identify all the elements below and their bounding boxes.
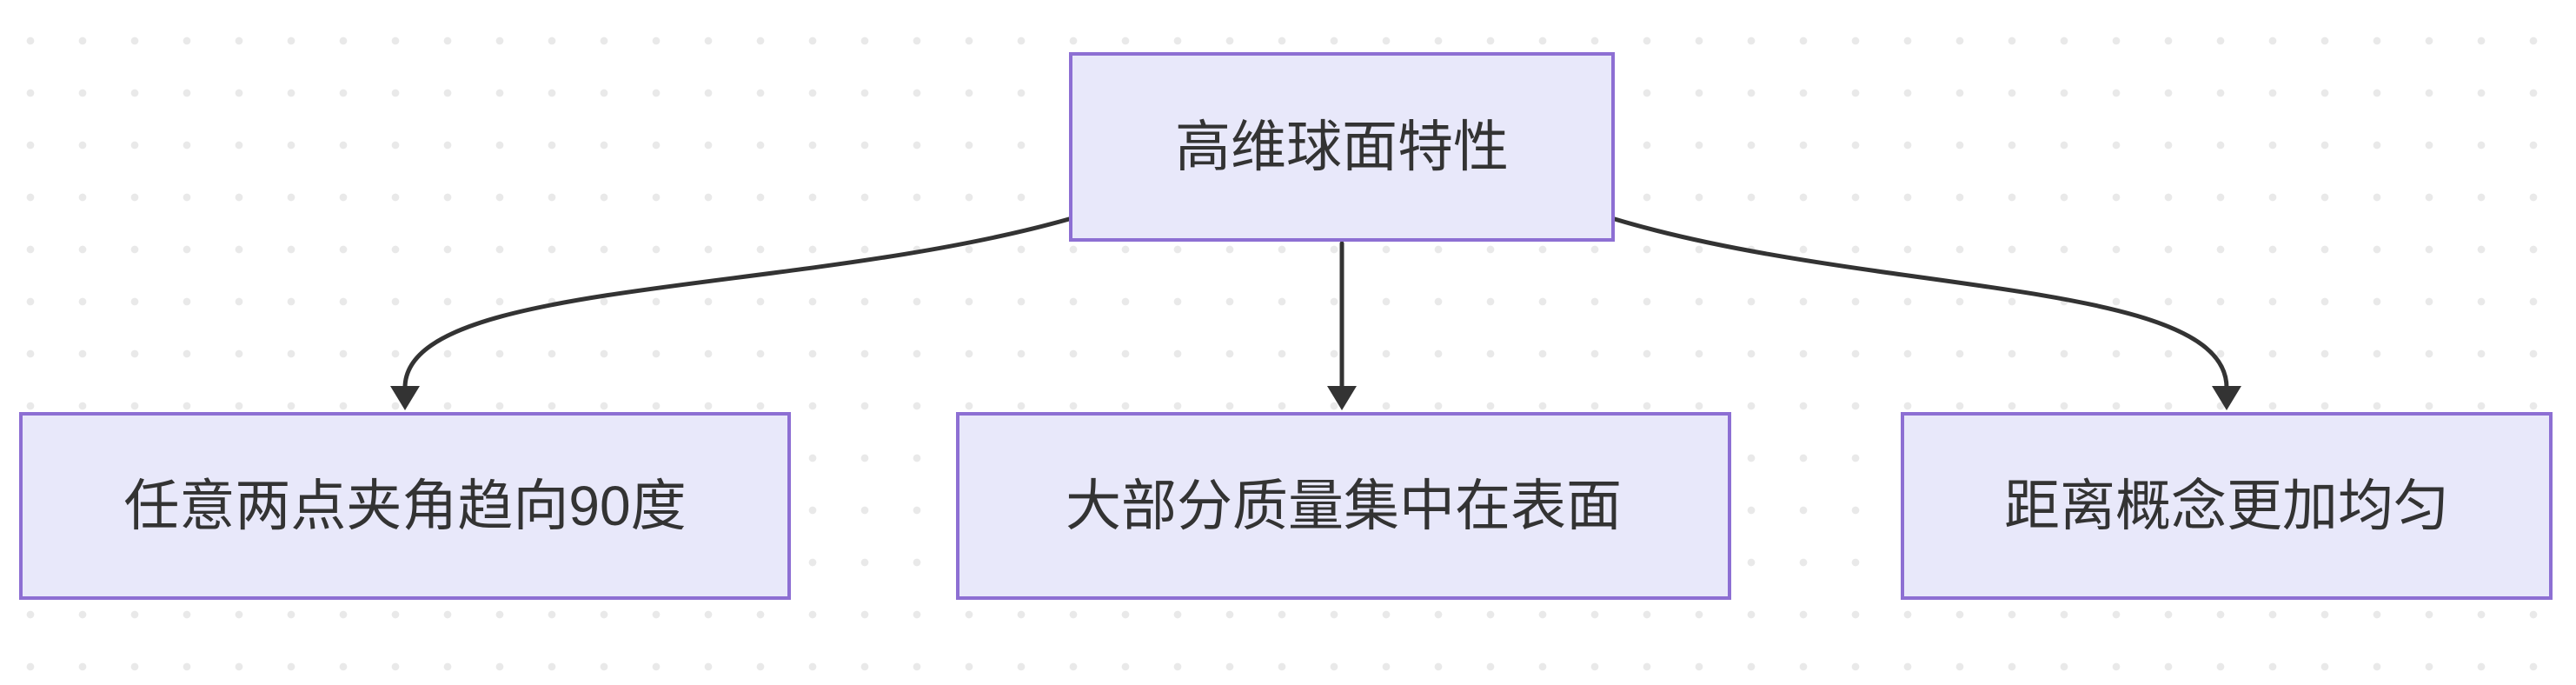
edge-root-to-child3 [1612,216,2229,390]
arrowhead-child3-icon [2212,386,2241,410]
node-child-2-label: 大部分质量集中在表面 [1066,474,1622,537]
node-root-label: 高维球面特性 [1175,115,1509,178]
node-root[interactable]: 高维球面特性 [1069,52,1615,242]
node-child-2[interactable]: 大部分质量集中在表面 [956,412,1731,600]
arrowhead-child2-icon [1327,386,1357,410]
node-child-1[interactable]: 任意两点夹角趋向90度 [19,412,791,600]
edge-root-to-child1 [402,216,1072,390]
node-child-3[interactable]: 距离概念更加均匀 [1901,412,2553,600]
arrowhead-child1-icon [390,386,420,410]
node-child-3-label: 距离概念更加均匀 [2004,474,2449,537]
node-child-1-label: 任意两点夹角趋向90度 [123,474,687,537]
